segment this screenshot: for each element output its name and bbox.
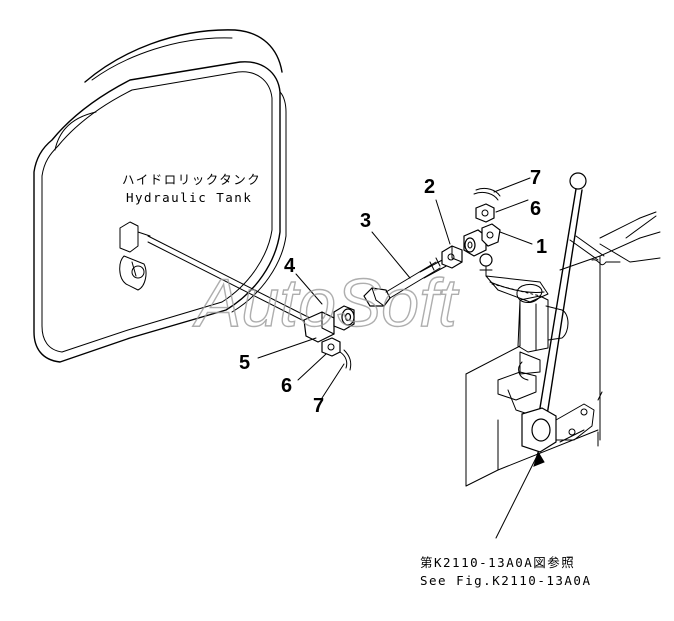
coupler-left	[303, 305, 355, 371]
reference-arrow	[495, 450, 545, 539]
callout-1: 1	[536, 236, 547, 258]
callout-6-upper: 6	[530, 198, 541, 220]
leader-5	[257, 337, 317, 359]
callout-7-upper: 7	[530, 167, 541, 189]
leader-6-upper	[495, 199, 529, 213]
hose-line	[147, 235, 311, 323]
callout-7-lower: 7	[313, 395, 324, 417]
leader-6-lower	[297, 353, 327, 381]
callout-5: 5	[239, 352, 250, 374]
leader-4	[295, 273, 323, 305]
watermark: AutoSoft	[192, 265, 460, 341]
clevis-right	[463, 187, 501, 277]
rod	[363, 245, 463, 307]
leader-2	[435, 199, 451, 245]
tank-label-jp: ハイドロリックタンク	[122, 172, 261, 187]
tank-label-en: Hydraulic Tank	[126, 190, 252, 205]
leader-lines	[257, 177, 533, 399]
reference-jp: 第K2110-13A0A図参照	[420, 555, 575, 570]
control-lever-assembly	[465, 172, 661, 487]
leader-7-lower	[321, 363, 345, 399]
leader-7-upper	[493, 177, 531, 193]
callout-6-lower: 6	[281, 375, 292, 397]
callout-2: 2	[424, 176, 435, 198]
callout-4: 4	[284, 255, 296, 277]
leader-3	[371, 231, 411, 279]
leader-1	[499, 231, 533, 245]
reference-en: See Fig.K2110-13A0A	[420, 573, 592, 588]
callout-3: 3	[360, 210, 371, 232]
hydraulic-tank	[33, 29, 287, 363]
